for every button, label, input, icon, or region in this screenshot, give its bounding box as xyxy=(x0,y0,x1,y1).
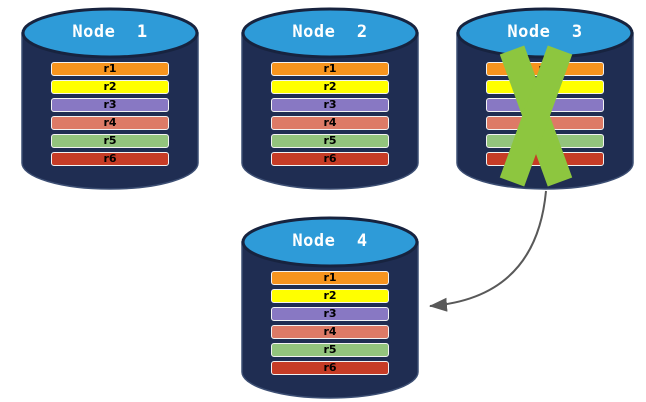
cylinder-top-ellipse xyxy=(241,216,419,268)
record-row: r5 xyxy=(271,134,389,148)
record-row: r6 xyxy=(271,361,389,375)
cylinder-top-ellipse xyxy=(241,7,419,59)
node-title: Node 2 xyxy=(292,22,368,42)
record-row: r3 xyxy=(271,98,389,112)
record-row: r1 xyxy=(51,62,169,76)
record-row: r6 xyxy=(51,152,169,166)
record-row: r2 xyxy=(271,80,389,94)
record-row: r5 xyxy=(271,343,389,357)
record-list: r1 r2 r3 r4 r5 r6 xyxy=(271,271,389,379)
node-title: Node 4 xyxy=(292,231,368,251)
record-row: r2 xyxy=(51,80,169,94)
record-row: r4 xyxy=(271,325,389,339)
x-mark-icon xyxy=(499,45,573,187)
record-list: r1 r2 r3 r4 r5 r6 xyxy=(51,62,169,170)
record-row: r1 xyxy=(271,271,389,285)
record-row: r2 xyxy=(271,289,389,303)
cylinder-top-ellipse xyxy=(21,7,199,59)
record-row: r6 xyxy=(271,152,389,166)
record-list: r1 r2 r3 r4 r5 r6 xyxy=(271,62,389,170)
node-title: Node 3 xyxy=(507,22,583,42)
record-row: r4 xyxy=(51,116,169,130)
record-row: r5 xyxy=(51,134,169,148)
database-node-4: Node 4 r1 r2 r3 r4 r5 r6 xyxy=(239,209,421,402)
record-row: r3 xyxy=(51,98,169,112)
record-row: r4 xyxy=(271,116,389,130)
record-row: r1 xyxy=(271,62,389,76)
database-node-2: Node 2 r1 r2 r3 r4 r5 r6 xyxy=(239,0,421,196)
record-row: r3 xyxy=(271,307,389,321)
database-node-3-failed: Node 3 r1 r2 r3 r4 r5 r6 xyxy=(454,0,636,196)
node-title: Node 1 xyxy=(72,22,148,42)
database-node-1: Node 1 r1 r2 r3 r4 r5 r6 xyxy=(19,0,201,196)
